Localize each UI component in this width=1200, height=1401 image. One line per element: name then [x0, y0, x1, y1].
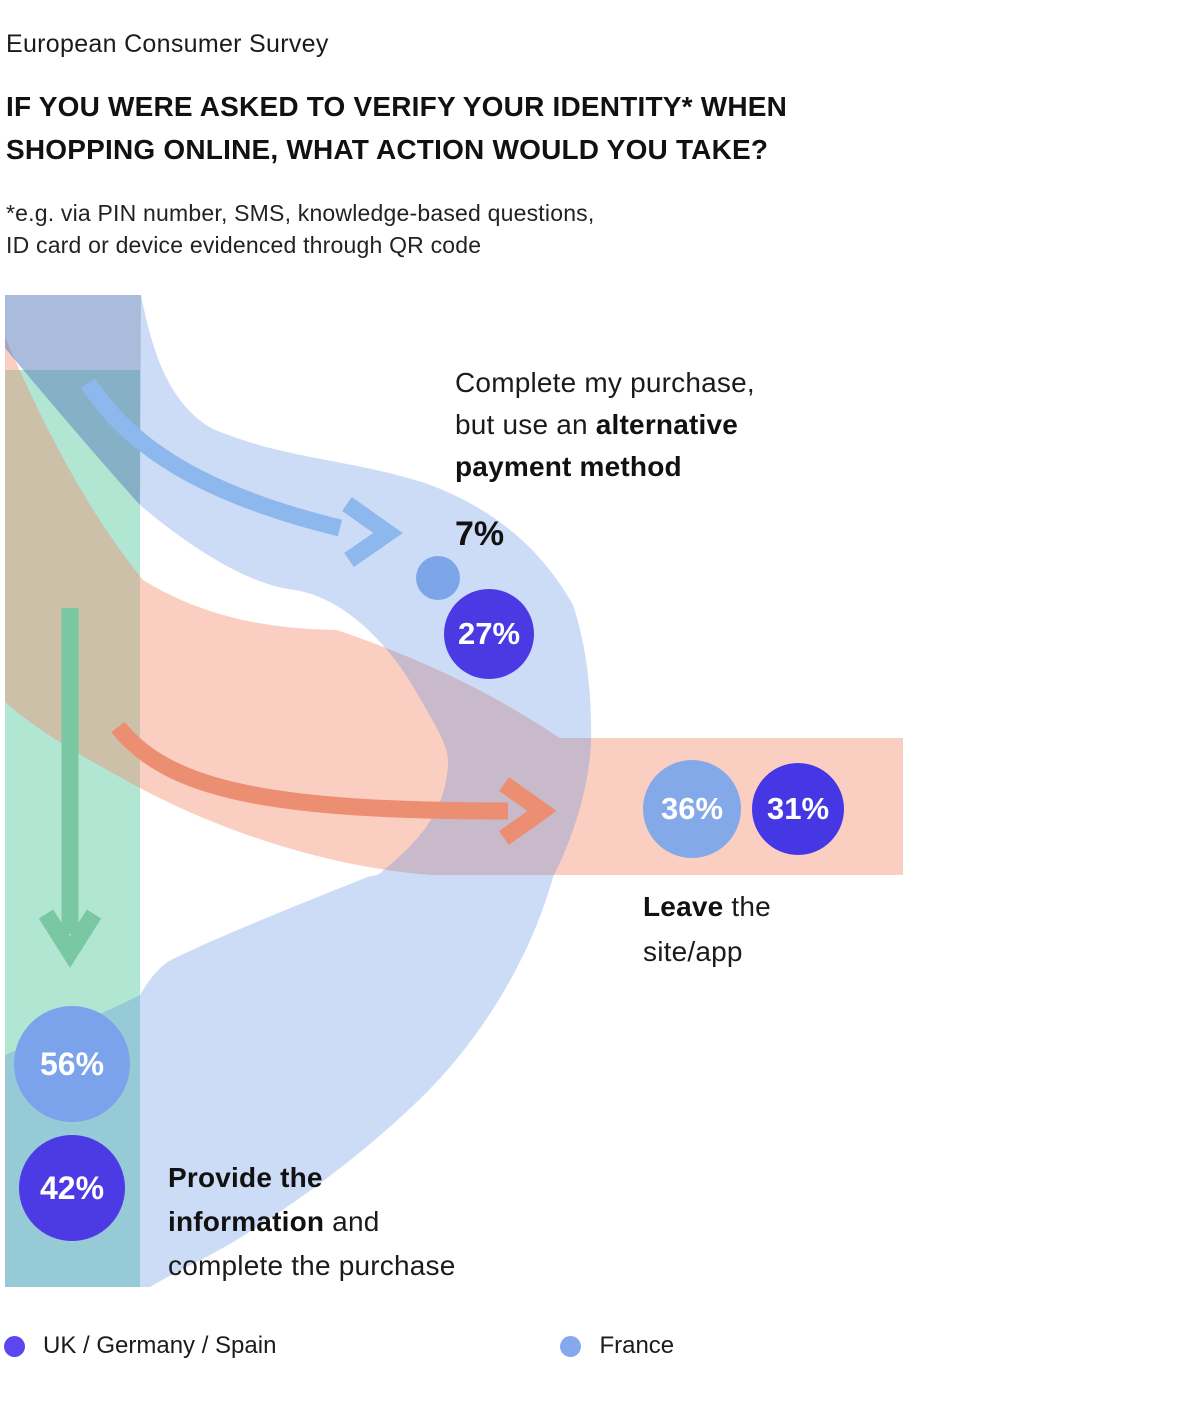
pink-arrow-head — [499, 777, 557, 845]
title-line-1: IF YOU WERE ASKED TO VERIFY YOUR IDENTIT… — [6, 91, 788, 122]
footnote-line-1: *e.g. via PIN number, SMS, knowledge-bas… — [6, 200, 595, 226]
legend-item-uk: UK / Germany / Spain — [4, 1332, 276, 1360]
circle-uk-alternative-payment: 27% — [444, 589, 534, 679]
circle-uk-provide: 42% — [19, 1135, 125, 1241]
value-france-alternative-payment: 7% — [455, 515, 505, 553]
trunk-shade — [5, 295, 141, 505]
label-provide: Provide the information and complete the… — [168, 1162, 456, 1281]
survey-footnote: *e.g. via PIN number, SMS, knowledge-bas… — [6, 197, 594, 261]
green-arrow-head — [38, 909, 102, 968]
circle-france-provide: 56% — [14, 1006, 130, 1122]
title-line-2: SHOPPING ONLINE, WHAT ACTION WOULD YOU T… — [6, 134, 769, 165]
legend-label-france: France — [599, 1332, 675, 1359]
blue-arrow-shaft — [80, 378, 343, 537]
survey-question-title: IF YOU WERE ASKED TO VERIFY YOUR IDENTIT… — [6, 85, 787, 171]
label-leave: Leave the site/app — [643, 891, 771, 967]
legend-label-uk: UK / Germany / Spain — [43, 1332, 277, 1359]
legend-dot-france-icon — [560, 1335, 582, 1357]
circle-uk-leave: 31% — [752, 763, 844, 855]
legend: UK / Germany / Spain France — [4, 1328, 904, 1364]
blue-flow-ribbon — [5, 295, 592, 1287]
circle-france-leave: 36% — [643, 760, 741, 858]
legend-item-france: France — [560, 1332, 674, 1360]
pink-arrow-shaft — [111, 721, 509, 820]
footnote-line-2: ID card or device evidenced through QR c… — [6, 232, 482, 258]
label-alternative-payment: Complete my purchase, but use an alterna… — [455, 367, 755, 482]
blue-arrow-head — [342, 497, 403, 567]
survey-eyebrow: European Consumer Survey — [6, 30, 329, 58]
circle-france-alternative-payment — [416, 556, 460, 600]
legend-dot-uk-icon — [4, 1335, 25, 1357]
pink-flow-ribbon — [5, 337, 903, 875]
